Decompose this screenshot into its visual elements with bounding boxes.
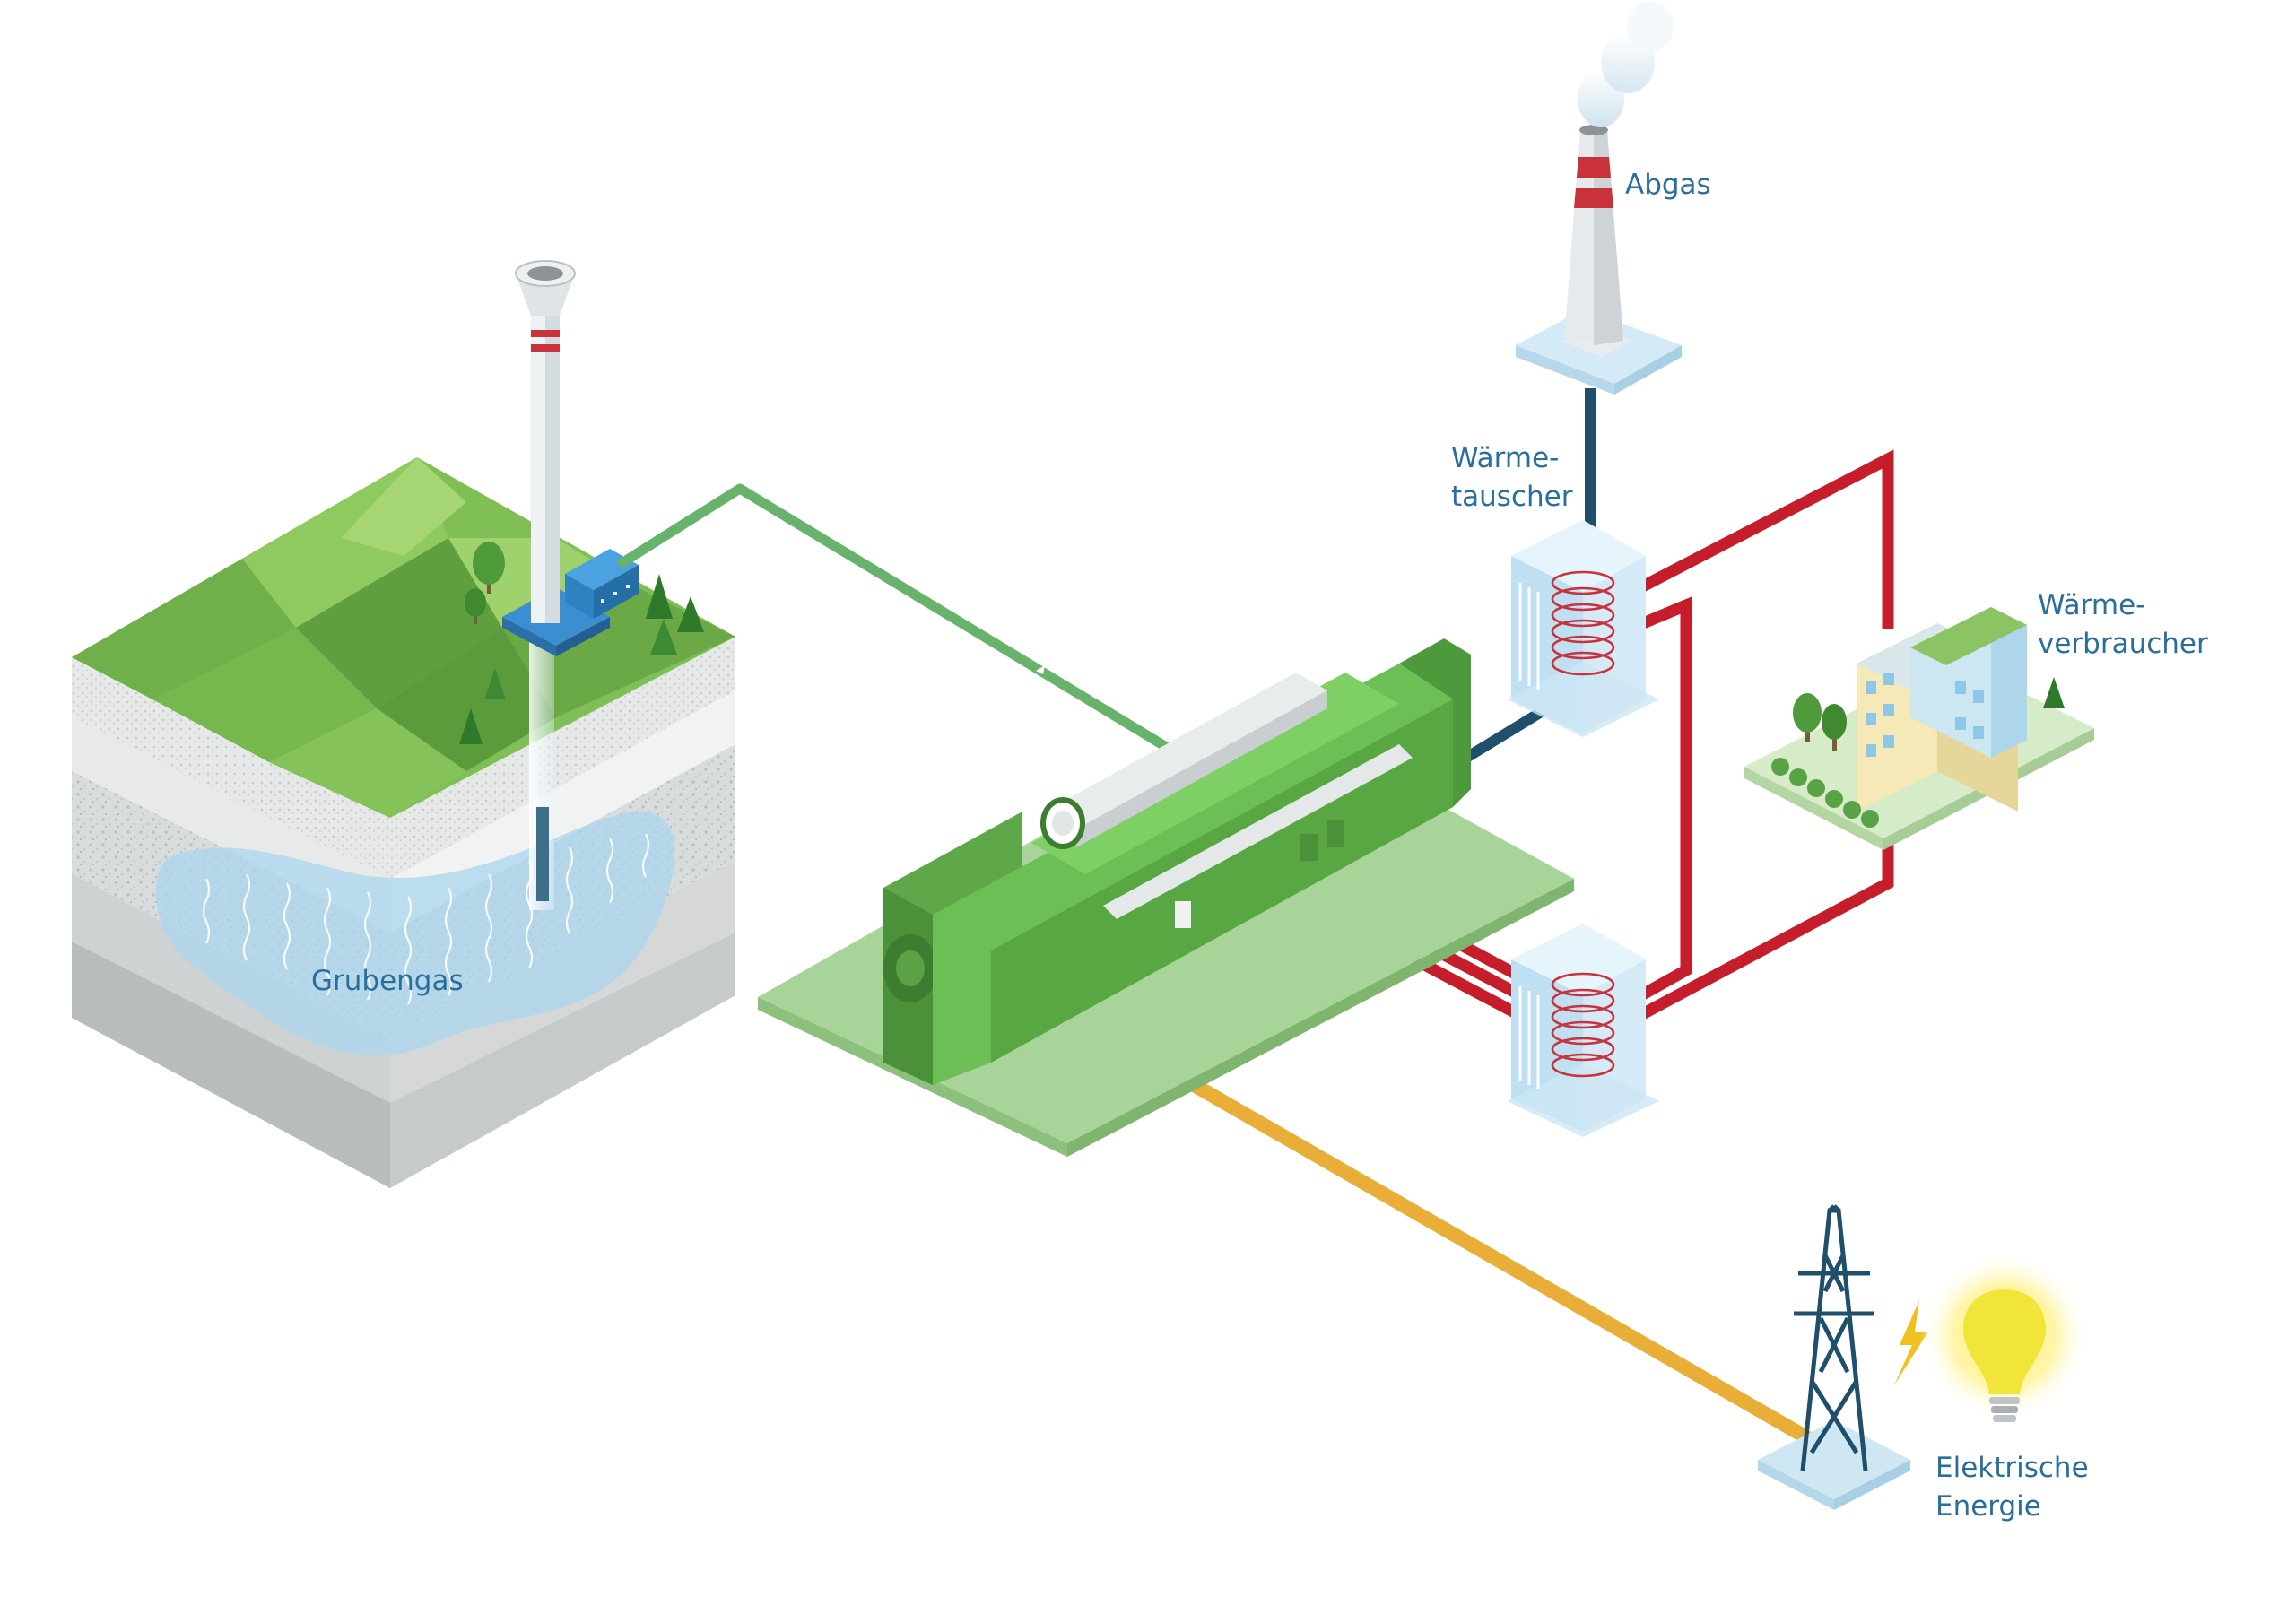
heat-exchanger: [1507, 924, 1659, 1137]
light-bulb-icon: [1919, 1251, 2090, 1422]
flow-arrow-icon: [1036, 665, 1045, 674]
gas-well-chimney: [502, 260, 639, 656]
label-grubengas: Grubengas: [311, 965, 464, 997]
heat-exchanger: [1507, 520, 1659, 737]
label-elektrische-energie-line1: Elektrische: [1935, 1452, 2089, 1484]
gas-supply-line: [616, 483, 1187, 762]
label-abgas: Abgas: [1625, 169, 1711, 201]
label-waermeverbraucher-line1: Wärme-: [2038, 589, 2146, 621]
label-waermetauscher-line1: Wärme-: [1451, 442, 1560, 474]
label-elektrische-energie-line2: Energie: [1935, 1490, 2041, 1523]
exhaust-chimney: [1516, 2, 1682, 395]
lightning-icon: [1894, 1300, 1928, 1385]
power-pylon: [1758, 1204, 1910, 1510]
tree-icon: [459, 542, 704, 744]
gas-engine-generator: [883, 638, 1471, 1085]
tree-icon: [1771, 677, 2065, 828]
heat-consumer-building: [1744, 607, 2094, 850]
label-waermeverbraucher-line2: verbraucher: [2038, 628, 2208, 660]
steam-plume: [1578, 2, 1674, 127]
label-waermetauscher-line2: tauscher: [1451, 481, 1573, 513]
